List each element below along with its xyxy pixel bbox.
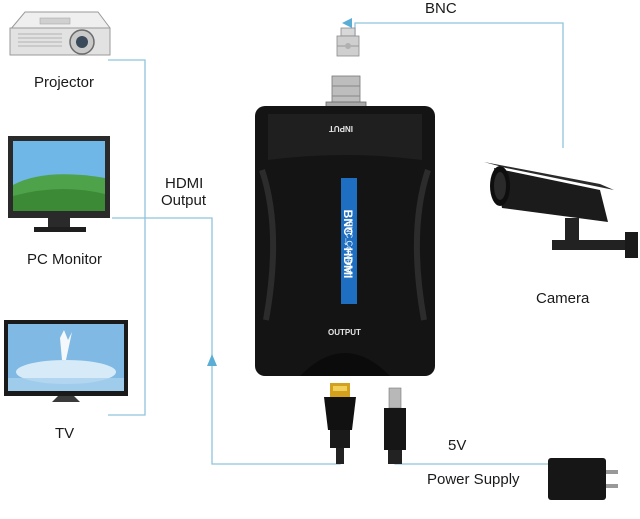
projector-icon	[9, 11, 111, 56]
pc-monitor-icon	[8, 136, 110, 232]
camera-icon	[484, 162, 638, 258]
hdmi-output-label-line2: Output	[161, 192, 207, 209]
dc-plug-icon	[384, 387, 406, 464]
converter-body	[255, 106, 435, 376]
tv-label: TV	[55, 425, 75, 442]
converter-subtitle: BNC Converter	[344, 221, 354, 276]
power-adapter-icon	[548, 458, 618, 500]
camera-label: Camera	[536, 290, 590, 307]
power-supply-label: Power Supply	[427, 471, 520, 488]
bnc-arrow-icon	[342, 18, 352, 28]
converter-input-label: INPUT	[329, 124, 353, 133]
projector-label: Projector	[34, 74, 95, 91]
hdmi-output-label-line1: HDMI	[165, 175, 204, 192]
hdmi-arrow-icon	[207, 354, 217, 366]
power-line	[394, 462, 548, 465]
bnc-socket-icon	[325, 75, 367, 111]
voltage-label: 5V	[448, 437, 467, 454]
bnc-connector-icon	[336, 27, 360, 57]
pc-monitor-label: PC Monitor	[27, 251, 103, 268]
tv-icon	[4, 320, 128, 402]
converter-output-label: OUTPUT	[328, 328, 361, 337]
hdmi-plug-icon	[324, 383, 356, 464]
bnc-label: BNC	[425, 0, 457, 17]
arrows	[207, 18, 352, 366]
